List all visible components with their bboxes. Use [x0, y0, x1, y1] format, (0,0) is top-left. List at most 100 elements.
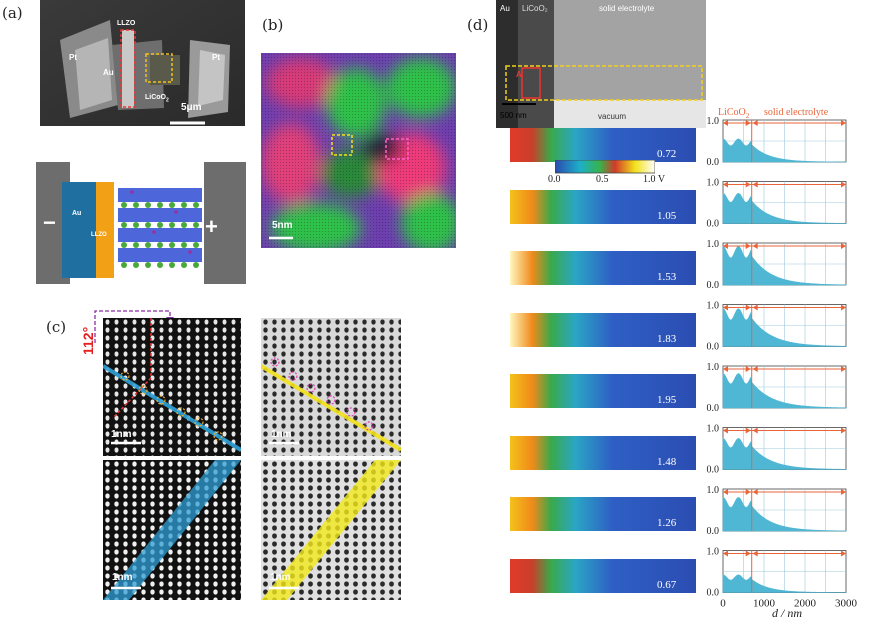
stem-licoo2-label: LiCoO₂ [522, 4, 548, 13]
sem-llzo-label: LLZO [117, 20, 136, 27]
orientation-map [261, 53, 456, 248]
y-tick-label: 0.0 [707, 157, 720, 168]
y-tick-label: 1.0 [707, 178, 720, 189]
orientation-map-scale: 5nm [272, 220, 293, 231]
potential-map [510, 189, 696, 224]
y-tick-label: 1.0 [707, 301, 720, 312]
stem-au-label: Au [500, 4, 510, 13]
arrow-head-left [723, 366, 728, 372]
schematic-au-label: Au [72, 210, 82, 217]
y-tick-label: 0.0 [707, 588, 720, 599]
y-tick-label: 1.0 [707, 424, 720, 435]
arrow-head-right [841, 304, 846, 311]
potential-map [510, 435, 696, 470]
arrow-head-mid [745, 304, 751, 311]
profile-area [722, 138, 847, 163]
profile-area [722, 245, 847, 286]
arrow-head-left [723, 550, 728, 557]
panel-a-label: (a) [2, 4, 23, 22]
x-tick-label: 1000 [753, 598, 776, 610]
arrow-head-mid [745, 120, 751, 126]
y-tick-label: 1.0 [707, 116, 720, 127]
arrow-head-right [841, 366, 846, 372]
y-tick-label: 0.0 [707, 342, 720, 353]
potential-map [510, 312, 696, 347]
sem-image [40, 0, 245, 126]
licoo2-crystal-lattice [118, 188, 202, 268]
potential-map-voltage-label: 1.53 V [657, 271, 677, 295]
plus-terminal-label: + [205, 214, 218, 239]
potential-map-voltage-label: 1.26 V [657, 517, 677, 541]
potential-map-voltage-label: 1.05 V [657, 209, 677, 234]
potential-map [510, 374, 696, 408]
stem-marker-label: A [516, 70, 522, 79]
potential-map [510, 497, 696, 531]
sem-scale-label: 5μm [181, 102, 202, 113]
arrow-head-mid [745, 366, 751, 372]
profile-area [722, 437, 847, 470]
stem-image [496, 0, 706, 128]
sem-licoo2-label: LiCoO2 [145, 94, 169, 104]
sem-pt-right-label: Pt [212, 53, 220, 62]
potential-colorbar [555, 160, 655, 174]
profile-plot: 1.0 0.0 [707, 301, 847, 353]
panel-d-label: (d) [467, 16, 489, 34]
colorbar-tick-0: 0.0 [548, 174, 561, 185]
x-tick-label: 3000 [835, 598, 858, 610]
arrow-head-mid [752, 489, 758, 495]
arrow-head-right [841, 181, 846, 188]
profile-plot: 1.00.0 [707, 178, 847, 230]
profile-area [722, 192, 847, 224]
potential-map-voltage-label: 1.95 V [657, 394, 677, 418]
arrow-head-mid [745, 550, 751, 557]
potential-map-voltage-label: 0.67 V [657, 578, 677, 603]
y-tick-label: 1.0 [707, 362, 720, 373]
sem-pt-left-label: Pt [69, 53, 77, 62]
region-label-electrolyte: solid electrolyte [764, 107, 829, 118]
hrtem-yellow-scale: 1nm [271, 429, 292, 440]
arrow-head-mid [752, 120, 758, 126]
arrow-head-left [723, 489, 728, 495]
arrow-head-mid [745, 489, 751, 495]
arrow-head-mid [752, 243, 758, 249]
profile-area [722, 308, 847, 347]
profile-plot: 1.0 0.0 [707, 424, 847, 476]
arrow-head-left [723, 120, 728, 126]
hrtem-image-yellow [261, 318, 401, 456]
potential-profile-charts: 1.0 0.0 1.0 0.0 1.0 0.0 1.0 0.0 1.0 0.0 1.0 0.0 1.0 0… [707, 116, 858, 610]
potential-map-voltage-label: 0.72 V [657, 148, 677, 172]
stem-electrolyte-label: solid electrolyte [599, 4, 655, 13]
profile-area [722, 373, 847, 409]
arrow-head-left [723, 427, 728, 434]
simulated-image-blue [103, 460, 241, 600]
y-tick-label: 1.0 [707, 485, 720, 496]
profile-area [722, 574, 847, 593]
arrow-head-right [841, 550, 846, 557]
arrow-head-mid [752, 366, 758, 372]
minus-terminal-label: − [43, 210, 56, 235]
arrow-head-mid [745, 427, 751, 434]
hrtem-image-blue [103, 318, 241, 456]
y-tick-label: 1.0 [707, 239, 720, 250]
cell-schematic [36, 162, 246, 284]
arrow-head-mid [752, 304, 758, 311]
y-tick-label: 0.0 [707, 280, 720, 291]
arrow-head-left [723, 304, 728, 311]
arrow-head-right [841, 427, 846, 434]
colorbar-tick-1: 0.5 [596, 174, 609, 185]
colorbar-tick-2: 1.0 V [643, 174, 666, 185]
profile-plot: 1.00.0 [707, 485, 847, 537]
stem-scale-label: 500 nm [500, 111, 527, 120]
stem-vacuum-label: vacuum [598, 112, 627, 121]
schematic-llzo-label: LLZO [91, 232, 107, 238]
simulated-blue-scale: 1nm [112, 572, 133, 583]
arrow-head-left [723, 181, 728, 188]
x-tick-label: 0 [720, 598, 726, 610]
arrow-head-mid [745, 243, 751, 249]
y-tick-label: 0.0 [707, 403, 720, 414]
profile-area [722, 496, 847, 532]
potential-map-voltage-label: 1.83 V [657, 332, 677, 357]
arrow-head-right [841, 489, 846, 495]
y-tick-label: 0.0 [707, 465, 720, 476]
x-tick-label: 2000 [794, 598, 817, 610]
